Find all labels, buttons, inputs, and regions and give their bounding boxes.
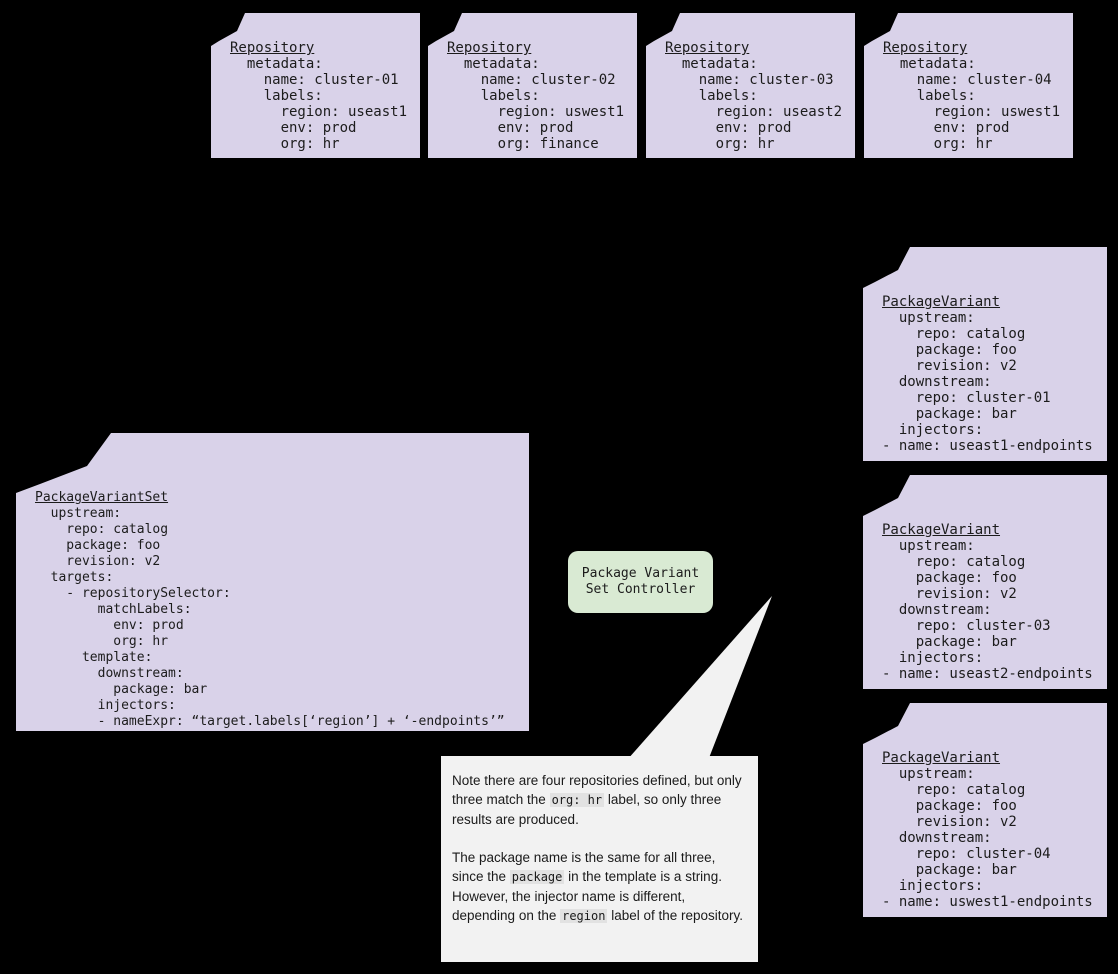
repository-title: Repository <box>883 40 968 56</box>
package-variant-set-controller-box: Package Variant Set Controller <box>568 551 713 613</box>
note-callout: Note there are four repositories defined… <box>441 756 758 962</box>
repository-card-cluster-03: Repository metadata: name: cluster-03 la… <box>646 13 855 158</box>
package-variant-card-cluster-04: PackageVariant upstream: repo: catalog p… <box>863 703 1107 917</box>
repository-title: Repository <box>447 40 532 56</box>
repository-title: Repository <box>230 40 315 56</box>
repository-yaml: metadata: name: cluster-04 labels: regio… <box>899 56 1061 152</box>
package-variant-card-cluster-03: PackageVariant upstream: repo: catalog p… <box>863 475 1107 689</box>
package-variant-set-yaml: upstream: repo: catalog package: foo rev… <box>50 506 505 729</box>
package-variant-yaml: upstream: repo: catalog package: foo rev… <box>882 538 1093 682</box>
note-paragraph: The package name is the same for all thr… <box>452 850 744 923</box>
package-variant-title: PackageVariant <box>882 522 1001 538</box>
package-variant-set-title: PackageVariantSet <box>35 490 169 505</box>
repository-yaml: metadata: name: cluster-02 labels: regio… <box>463 56 625 152</box>
inline-code: region <box>560 909 608 923</box>
package-variant-card-cluster-01: PackageVariant upstream: repo: catalog p… <box>863 247 1107 461</box>
repository-yaml: metadata: name: cluster-03 labels: regio… <box>681 56 843 152</box>
inline-code: package <box>509 870 565 884</box>
note-callout-pointer <box>627 596 772 760</box>
inline-code: org: hr <box>549 793 605 807</box>
package-variant-yaml: upstream: repo: catalog package: foo rev… <box>882 766 1093 910</box>
package-variant-title: PackageVariant <box>882 750 1001 766</box>
package-variant-yaml: upstream: repo: catalog package: foo rev… <box>882 310 1093 454</box>
note-paragraph: Note there are four repositories defined… <box>452 773 742 827</box>
repository-card-cluster-01: Repository metadata: name: cluster-01 la… <box>211 13 420 158</box>
repository-yaml: metadata: name: cluster-01 labels: regio… <box>246 56 408 152</box>
package-variant-set-card: PackageVariantSet upstream: repo: catalo… <box>16 433 529 731</box>
package-variant-title: PackageVariant <box>882 294 1001 310</box>
repository-title: Repository <box>665 40 750 56</box>
repository-card-cluster-04: Repository metadata: name: cluster-04 la… <box>864 13 1073 158</box>
repository-card-cluster-02: Repository metadata: name: cluster-02 la… <box>428 13 637 158</box>
